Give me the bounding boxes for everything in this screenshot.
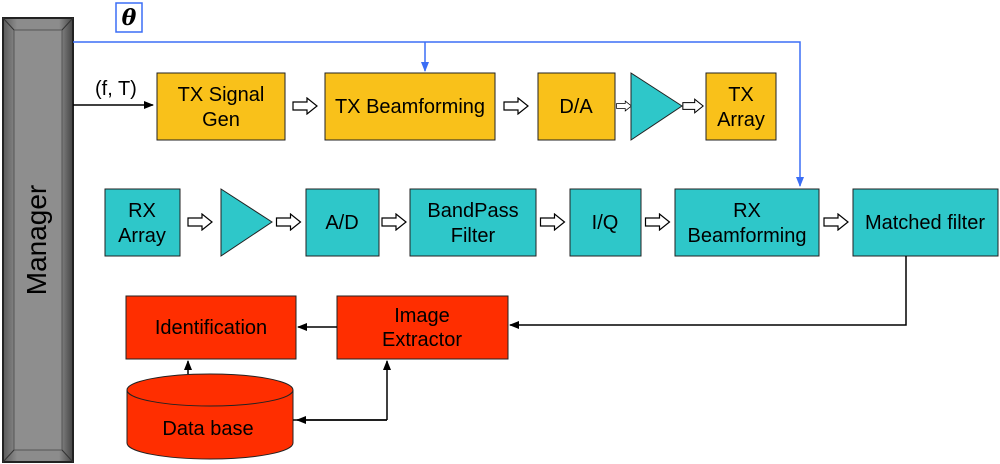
control-line — [73, 41, 804, 187]
rx-beamforming-block: RX Beamforming — [674, 188, 820, 257]
rx-beamforming-line2: Beamforming — [688, 225, 807, 247]
tx-array-line2: Array — [717, 109, 765, 131]
rx-array-line1: RX — [128, 200, 156, 222]
database-label: Data base — [162, 418, 253, 440]
image-extractor-line2: Extractor — [382, 329, 462, 351]
rx-amplifier-icon — [220, 188, 273, 257]
database-icon: Data base — [126, 373, 294, 460]
input-label: (f, T) — [95, 78, 137, 100]
image-extractor-line1: Image — [394, 305, 450, 327]
theta-box: θ — [115, 2, 143, 33]
rx-beamforming-line1: RX — [733, 200, 761, 222]
arrow-icon — [644, 213, 671, 231]
tx-signal-gen-line2: Gen — [202, 109, 240, 131]
image-extractor-block: Image Extractor — [336, 295, 509, 360]
identification-label: Identification — [155, 317, 267, 339]
identification-block: Identification — [125, 295, 297, 360]
input-signal: (f, T) — [73, 78, 154, 109]
tx-signal-gen-block: TX Signal Gen — [156, 72, 286, 141]
iq-block: I/Q — [569, 188, 642, 257]
ad-block: A/D — [305, 188, 380, 257]
bandpass-line2: Filter — [451, 225, 496, 247]
da-block: D/A — [537, 72, 616, 141]
tx-array-line1: TX — [728, 84, 754, 106]
arrow-icon — [381, 213, 407, 231]
matched-to-extractor-line — [509, 256, 907, 329]
iq-label: I/Q — [592, 212, 619, 234]
arrow-icon — [187, 213, 213, 231]
arrow-icon — [682, 98, 704, 114]
arrow-icon — [539, 213, 566, 231]
matched-filter-label: Matched filter — [865, 212, 985, 234]
bandpass-line1: BandPass — [427, 200, 518, 222]
tx-beamforming-label: TX Beamforming — [335, 96, 485, 118]
arrow-icon — [503, 97, 529, 115]
manager-label: Manager — [21, 185, 52, 296]
arrow-icon — [823, 213, 849, 231]
da-label: D/A — [559, 96, 593, 118]
ad-label: A/D — [325, 212, 358, 234]
theta-label: θ — [122, 5, 137, 31]
manager-bar: Manager — [2, 17, 74, 463]
tx-beamforming-block: TX Beamforming — [324, 72, 496, 141]
tx-array-block: TX Array — [705, 72, 777, 141]
arrow-icon — [275, 213, 302, 231]
rx-array-block: RX Array — [104, 188, 181, 257]
arrow-icon — [616, 100, 632, 112]
tx-signal-gen-line1: TX Signal — [178, 84, 265, 106]
bandpass-block: BandPass Filter — [409, 188, 537, 257]
tx-amplifier-icon — [630, 72, 683, 141]
matched-filter-block: Matched filter — [852, 188, 999, 257]
rx-array-line2: Array — [118, 225, 166, 247]
arrow-icon — [292, 97, 318, 115]
